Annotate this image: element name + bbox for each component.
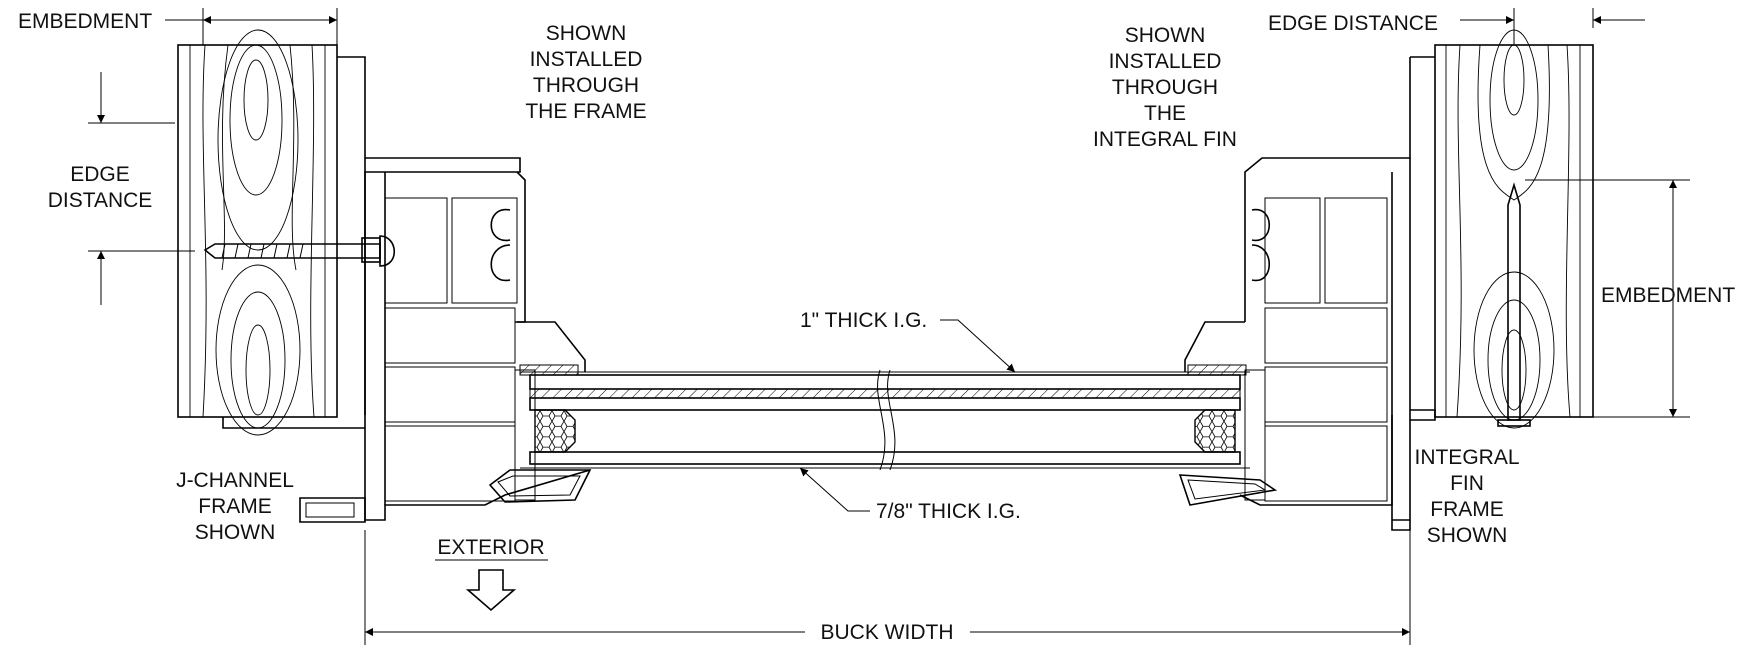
label-ig-seven-eighths: 7/8" THICK I.G.: [876, 500, 1021, 523]
label-buck-width: BUCK WIDTH: [821, 621, 954, 644]
label-edge-distance-left-1: EDGE: [70, 163, 130, 186]
label-shown-fin-2: INSTALLED: [1109, 50, 1222, 73]
right-wood-buck: [1434, 29, 1594, 429]
label-shown-frame-4: THE FRAME: [525, 100, 646, 123]
right-nail-through-fin: [1497, 182, 1531, 427]
label-jchannel-2: FRAME: [198, 495, 272, 518]
label-embedment-right: EMBEDMENT: [1601, 284, 1735, 307]
label-exterior: EXTERIOR: [437, 536, 544, 559]
label-shown-frame-2: INSTALLED: [530, 48, 643, 71]
left-frame-profile: [222, 56, 592, 523]
right-frame-profile: [1178, 56, 1436, 531]
label-ig-one-inch: 1" THICK I.G.: [800, 309, 927, 332]
label-edge-distance-right: EDGE DISTANCE: [1268, 12, 1438, 35]
label-integral-fin-3: FRAME: [1430, 498, 1504, 521]
left-wood-buck: [177, 29, 338, 436]
label-shown-fin-1: SHOWN: [1125, 24, 1206, 47]
label-shown-frame-3: THROUGH: [533, 74, 639, 97]
label-jchannel-3: SHOWN: [195, 521, 276, 544]
label-embedment-left: EMBEDMENT: [18, 10, 152, 33]
insulated-glass-unit: [519, 364, 1250, 471]
label-jchannel-1: J-CHANNEL: [176, 469, 294, 492]
label-integral-fin-2: FIN: [1450, 472, 1484, 495]
label-shown-frame-1: SHOWN: [546, 22, 627, 45]
label-shown-fin-4: THE: [1144, 102, 1186, 125]
label-shown-fin-5: INTEGRAL FIN: [1093, 128, 1237, 151]
label-integral-fin-1: INTEGRAL: [1414, 446, 1519, 469]
label-integral-fin-4: SHOWN: [1427, 524, 1508, 547]
label-edge-distance-left-2: DISTANCE: [48, 189, 153, 212]
left-screw-through-frame: [203, 235, 395, 267]
dimension-lines: [88, 8, 1690, 645]
label-shown-fin-3: THROUGH: [1112, 76, 1218, 99]
